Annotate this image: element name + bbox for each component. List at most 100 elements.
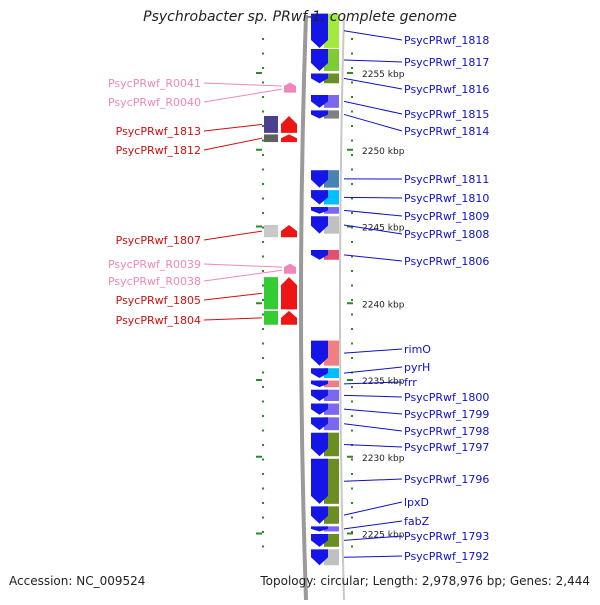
tick-dot [351, 401, 353, 403]
tick-dot [262, 473, 264, 475]
tick-dot [351, 357, 353, 359]
tick-dot [262, 401, 264, 403]
tick-dot [351, 517, 353, 519]
tick-dot [262, 415, 264, 417]
feature-label-forward: PsycPRwf_1799 [404, 408, 489, 421]
tick-dot [351, 183, 353, 185]
label-connector [204, 318, 262, 320]
tick-dot [262, 502, 264, 504]
label-connector [204, 83, 282, 86]
tick-dot [351, 343, 353, 345]
tick-dot [262, 256, 264, 258]
cds-reverse-arrow [281, 116, 297, 133]
feature-label-forward: frr [404, 376, 417, 389]
tick-dot [351, 328, 353, 330]
tick-dot [351, 67, 353, 69]
scale-tick-label: 2250 kbp [362, 147, 405, 157]
tick-dot [351, 502, 353, 504]
label-connector [344, 367, 402, 373]
feature-label-forward: PsycPRwf_1815 [404, 108, 489, 121]
tick-dot [351, 285, 353, 287]
tick-dot [262, 212, 264, 214]
tick-dot [262, 241, 264, 243]
tick-dot [262, 227, 264, 229]
label-connector [204, 89, 282, 102]
tick-dot [351, 546, 353, 548]
tick-dot [262, 328, 264, 330]
tick-dot [351, 459, 353, 461]
tick-dot [351, 125, 353, 127]
tick-dot [351, 212, 353, 214]
tick-dot [262, 299, 264, 301]
feature-label-rna: PsycPRwf_R0039 [108, 258, 201, 271]
tick-dot [351, 430, 353, 432]
feature-label-reverse: PsycPRwf_1805 [116, 294, 201, 307]
tick-dot [351, 270, 353, 272]
major-tick-left [256, 456, 262, 458]
label-connector [344, 60, 402, 62]
feature-label-rna: PsycPRwf_R0041 [108, 77, 201, 90]
tick-dot [262, 430, 264, 432]
feature-label-forward: PsycPRwf_1798 [404, 425, 489, 438]
tick-dot [262, 111, 264, 113]
feature-label-forward: PsycPRwf_1800 [404, 391, 489, 404]
feature-label-reverse: PsycPRwf_1812 [116, 144, 201, 157]
feature-label-rna: PsycPRwf_R0038 [108, 275, 201, 288]
tick-dot [262, 285, 264, 287]
map-title: Psychrobacter sp. PRwf-1, complete genom… [0, 9, 600, 25]
tick-dot [351, 314, 353, 316]
cds-forward-arrow [311, 459, 328, 504]
tick-dot [262, 198, 264, 200]
feature-label-forward: PsycPRwf_1808 [404, 228, 489, 241]
label-connector [344, 521, 402, 529]
backbone-outer [301, 15, 306, 600]
tick-dot [262, 67, 264, 69]
tick-dot [262, 140, 264, 142]
cds-reverse-arrow [281, 277, 297, 309]
feature-label-rna: PsycPRwf_R0040 [108, 96, 201, 109]
feature-label-forward: PsycPRwf_1796 [404, 473, 489, 486]
tick-dot [351, 53, 353, 55]
label-connector [344, 197, 402, 198]
label-connector [344, 409, 402, 414]
label-connector [204, 138, 262, 150]
scale-tick-label: 2240 kbp [362, 300, 405, 310]
backbone-inner [340, 15, 344, 600]
tick-dot [262, 357, 264, 359]
feature-label-forward: PsycPRwf_1792 [404, 550, 489, 563]
label-connector [344, 255, 402, 261]
tick-dot [262, 386, 264, 388]
tick-dot [262, 531, 264, 533]
feature-label-forward: PsycPRwf_1811 [404, 173, 489, 186]
tick-dot [262, 444, 264, 446]
feature-label-forward: PsycPRwf_1809 [404, 210, 489, 223]
cog-box-reverse [264, 311, 278, 325]
feature-label-reverse: PsycPRwf_1813 [116, 125, 201, 138]
tick-dot [262, 343, 264, 345]
tick-dot [351, 96, 353, 98]
major-tick-left [256, 72, 262, 74]
feature-label-reverse: PsycPRwf_1807 [116, 234, 201, 247]
accession-text: Accession: NC_009524 [9, 574, 145, 588]
major-tick-right [347, 149, 353, 151]
feature-label-forward: PsycPRwf_1817 [404, 56, 489, 69]
feature-label-forward: PsycPRwf_1806 [404, 255, 489, 268]
feature-labels: PsycPRwf_1818PsycPRwf_1817PsycPRwf_1816P… [108, 34, 489, 563]
tick-dot [351, 488, 353, 490]
tick-dot [351, 111, 353, 113]
cog-box-reverse [264, 134, 278, 142]
tick-dot [262, 154, 264, 156]
tick-dot [262, 96, 264, 98]
tick-dot [262, 488, 264, 490]
tick-dot [351, 140, 353, 142]
cog-box-reverse [264, 225, 278, 237]
major-tick-right [347, 533, 353, 535]
cds-reverse-arrow [281, 134, 297, 142]
tick-dot [351, 241, 353, 243]
tick-dot [262, 82, 264, 84]
label-connector [344, 395, 402, 397]
feature-label-forward: lpxD [404, 496, 429, 509]
major-tick-left [256, 302, 262, 304]
